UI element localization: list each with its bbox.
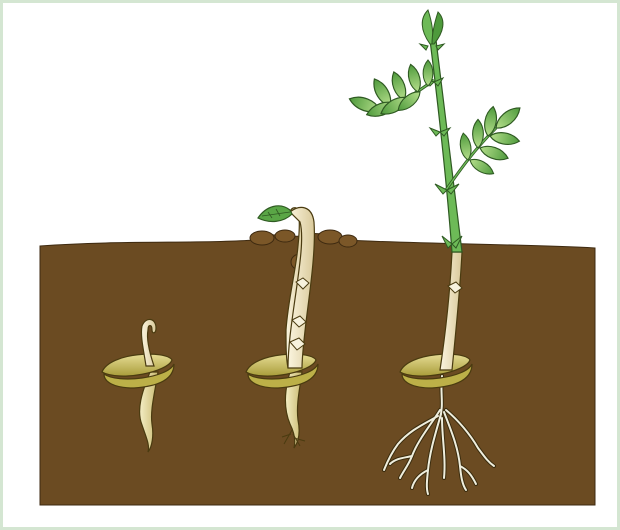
folded-leaf-tip — [258, 206, 292, 222]
petiole-right — [446, 128, 496, 190]
compound-leaf-right — [458, 103, 523, 178]
apical-bud — [420, 10, 444, 50]
green-stem — [430, 40, 462, 252]
